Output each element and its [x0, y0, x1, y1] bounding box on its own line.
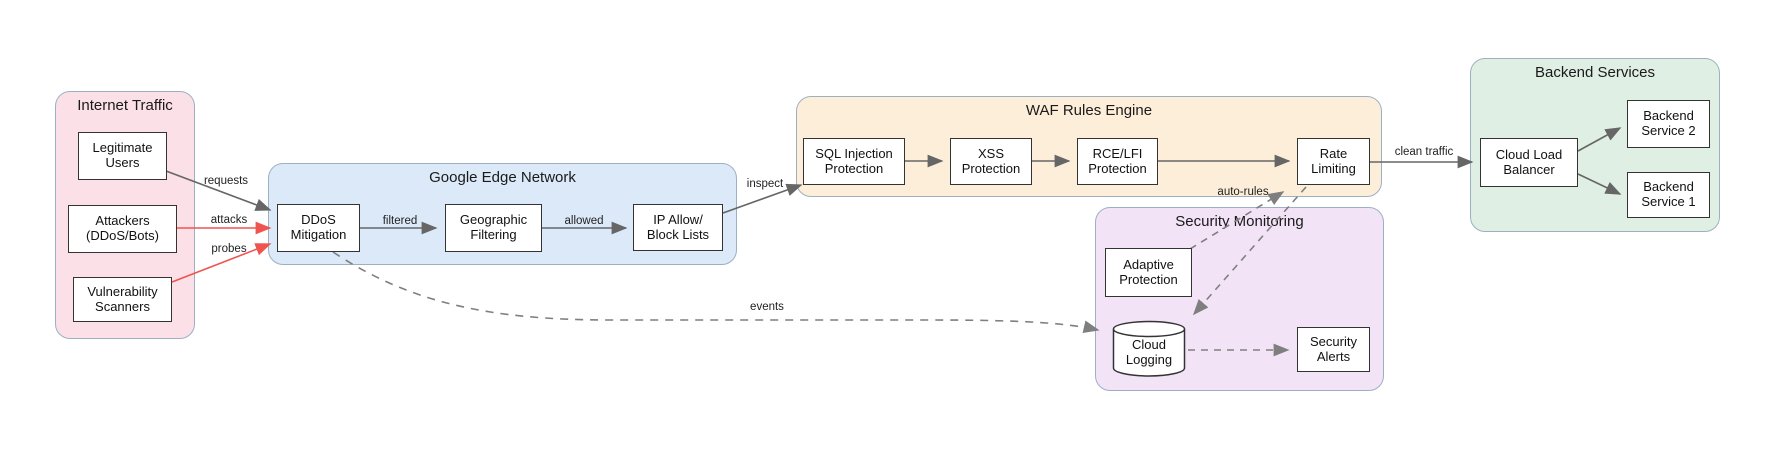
edge-events-line: [332, 251, 1100, 334]
edge-lb-to-backend2-line: [1577, 127, 1622, 152]
cylinder-shape: [1112, 320, 1186, 377]
edge-auto-rules-line: [1189, 191, 1285, 250]
node-backend-service-2: Backend Service 2: [1627, 100, 1710, 148]
edge-inspect-line: [722, 183, 803, 214]
edge-label-auto-rules: auto-rules: [1217, 186, 1269, 198]
node-geographic-filtering: Geographic Filtering: [445, 204, 542, 252]
node-vulnerability-scanners: Vulnerability Scanners: [73, 277, 172, 322]
edge-label-allowed: allowed: [564, 215, 604, 227]
group-internet-traffic-title: Internet Traffic: [77, 97, 173, 114]
group-backend-services-title: Backend Services: [1534, 64, 1656, 81]
group-security-monitoring-title: Security Monitoring: [1175, 213, 1304, 230]
node-ip-allow-block-lists: IP Allow/ Block Lists: [633, 204, 723, 251]
node-ddos-mitigation: DDoS Mitigation: [277, 204, 360, 252]
edge-label-inspect: inspect: [746, 178, 784, 190]
edge-lb-to-backend1-line: [1577, 173, 1622, 195]
edge-label-clean-traffic: clean traffic: [1394, 146, 1454, 158]
edge-label-filtered: filtered: [382, 215, 418, 227]
node-xss-protection: XSS Protection: [950, 138, 1032, 185]
node-sql-injection-protection: SQL Injection Protection: [803, 138, 905, 185]
node-legitimate-users: Legitimate Users: [78, 132, 167, 180]
node-rce-lfi-protection: RCE/LFI Protection: [1077, 138, 1158, 185]
node-adaptive-protection: Adaptive Protection: [1105, 248, 1192, 297]
node-cloud-logging: Cloud Logging: [1112, 320, 1186, 378]
edge-requests-line: [165, 170, 272, 211]
edge-label-events: events: [750, 301, 784, 313]
edge-probes-line: [171, 243, 272, 283]
edge-label-requests: requests: [203, 175, 249, 187]
node-rate-limiting: Rate Limiting: [1297, 138, 1370, 185]
node-cloud-logging-label: Cloud Logging: [1125, 337, 1173, 367]
edge-rate-to-logging-line: [1192, 186, 1307, 316]
node-security-alerts: Security Alerts: [1297, 327, 1370, 372]
edge-label-attacks: attacks: [210, 214, 248, 226]
group-waf-rules-engine-title: WAF Rules Engine: [1025, 102, 1153, 119]
node-attackers: Attackers (DDoS/Bots): [68, 205, 177, 253]
group-google-edge-network-title: Google Edge Network: [429, 169, 576, 186]
edge-label-probes: probes: [211, 243, 247, 255]
node-backend-service-1: Backend Service 1: [1627, 172, 1710, 218]
node-cloud-load-balancer: Cloud Load Balancer: [1480, 138, 1578, 187]
